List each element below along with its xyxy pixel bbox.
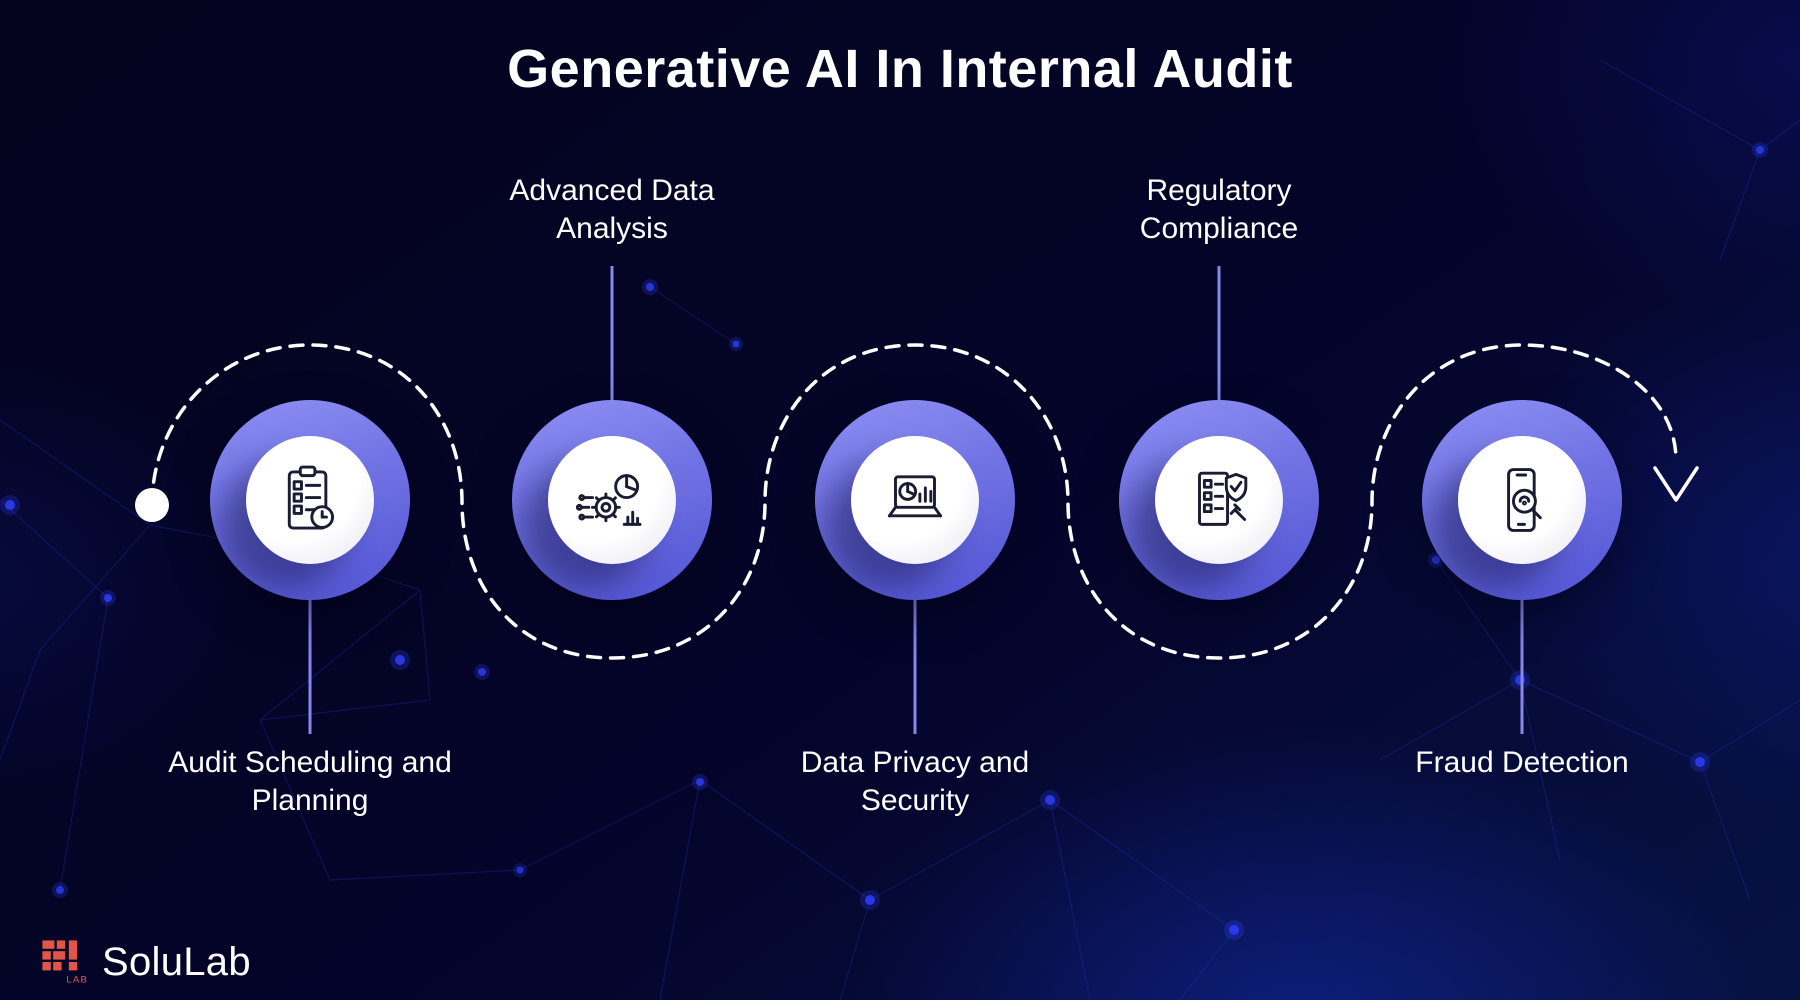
label-connector [308, 596, 312, 734]
step-label: Fraud Detection [1415, 746, 1629, 779]
step-icon-disc [1155, 436, 1283, 564]
step-icon-disc [1458, 436, 1586, 564]
label-connector [1520, 596, 1524, 734]
step-node-regulatory-compliance: Regulatory Compliance [1049, 0, 1389, 1000]
step-node-data-privacy: Data Privacy and Security [745, 0, 1085, 1000]
step-node-fraud-detection: Fraud Detection [1352, 0, 1692, 1000]
svg-text:LAB: LAB [66, 974, 88, 985]
brand-name: SoluLab [102, 939, 251, 984]
step-circle [815, 400, 1015, 600]
phone-magnifier-icon [1507, 468, 1542, 532]
step-label: Advanced Data Analysis [509, 174, 715, 246]
page-title: Generative AI In Internal Audit [507, 39, 1293, 99]
gear-analytics-icon [575, 474, 642, 526]
step-label: Regulatory Compliance [1139, 174, 1299, 246]
flow-start-dot [135, 488, 169, 522]
clipboard-checklist-icon [287, 465, 335, 530]
solulab-logo-mark: LAB [42, 940, 88, 985]
label-connector [1217, 266, 1221, 404]
step-label: Audit Scheduling and Planning [168, 746, 452, 818]
step-circle [210, 400, 410, 600]
step-circle [512, 400, 712, 600]
label-connector [610, 266, 614, 404]
compliance-checklist-icon [1198, 471, 1248, 526]
step-circle [1422, 400, 1622, 600]
flow-path [150, 343, 1678, 660]
step-node-advanced-data-analysis: Advanced Data Analysis [442, 0, 782, 1000]
laptop-chart-icon [887, 475, 943, 518]
step-label: Data Privacy and Security [800, 746, 1030, 818]
label-connector [913, 596, 917, 734]
brand-lockup: LAB SoluLab [40, 938, 251, 986]
step-icon-disc [246, 436, 374, 564]
step-icon-disc [851, 436, 979, 564]
step-icon-disc [548, 436, 676, 564]
step-circle [1119, 400, 1319, 600]
flow-arrowhead-icon [1653, 466, 1699, 502]
step-node-audit-scheduling: Audit Scheduling and Planning [140, 0, 480, 1000]
